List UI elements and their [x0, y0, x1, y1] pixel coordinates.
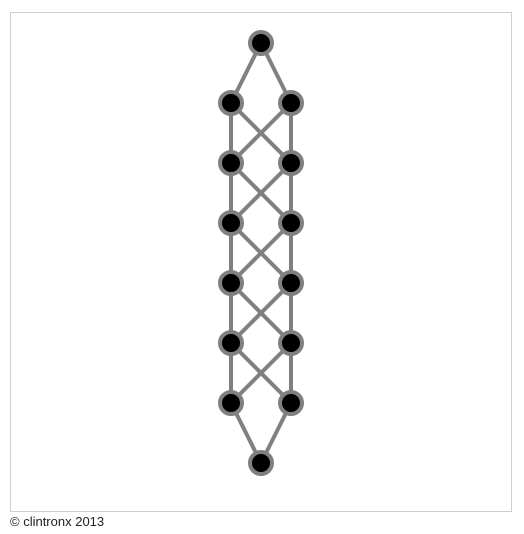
node-L4 [218, 270, 244, 296]
node-R1 [278, 90, 304, 116]
node-top [248, 30, 274, 56]
node-R5 [278, 330, 304, 356]
node-R6 [278, 390, 304, 416]
node-L6 [218, 390, 244, 416]
edge-R4-L5 [229, 281, 293, 345]
node-L1 [218, 90, 244, 116]
edge-R5-L6 [229, 341, 293, 405]
node-bottom [248, 450, 274, 476]
node-L3 [218, 210, 244, 236]
node-R2 [278, 150, 304, 176]
diagram-frame [10, 12, 512, 512]
nodes-group [218, 30, 304, 476]
node-L5 [218, 330, 244, 356]
node-R3 [278, 210, 304, 236]
node-R4 [278, 270, 304, 296]
edge-R2-L3 [229, 161, 293, 225]
node-L2 [218, 150, 244, 176]
edge-R1-L2 [229, 101, 293, 165]
graph-svg [218, 30, 304, 476]
edge-R3-L4 [229, 221, 293, 285]
copyright-text: © clintronx 2013 [10, 514, 105, 529]
